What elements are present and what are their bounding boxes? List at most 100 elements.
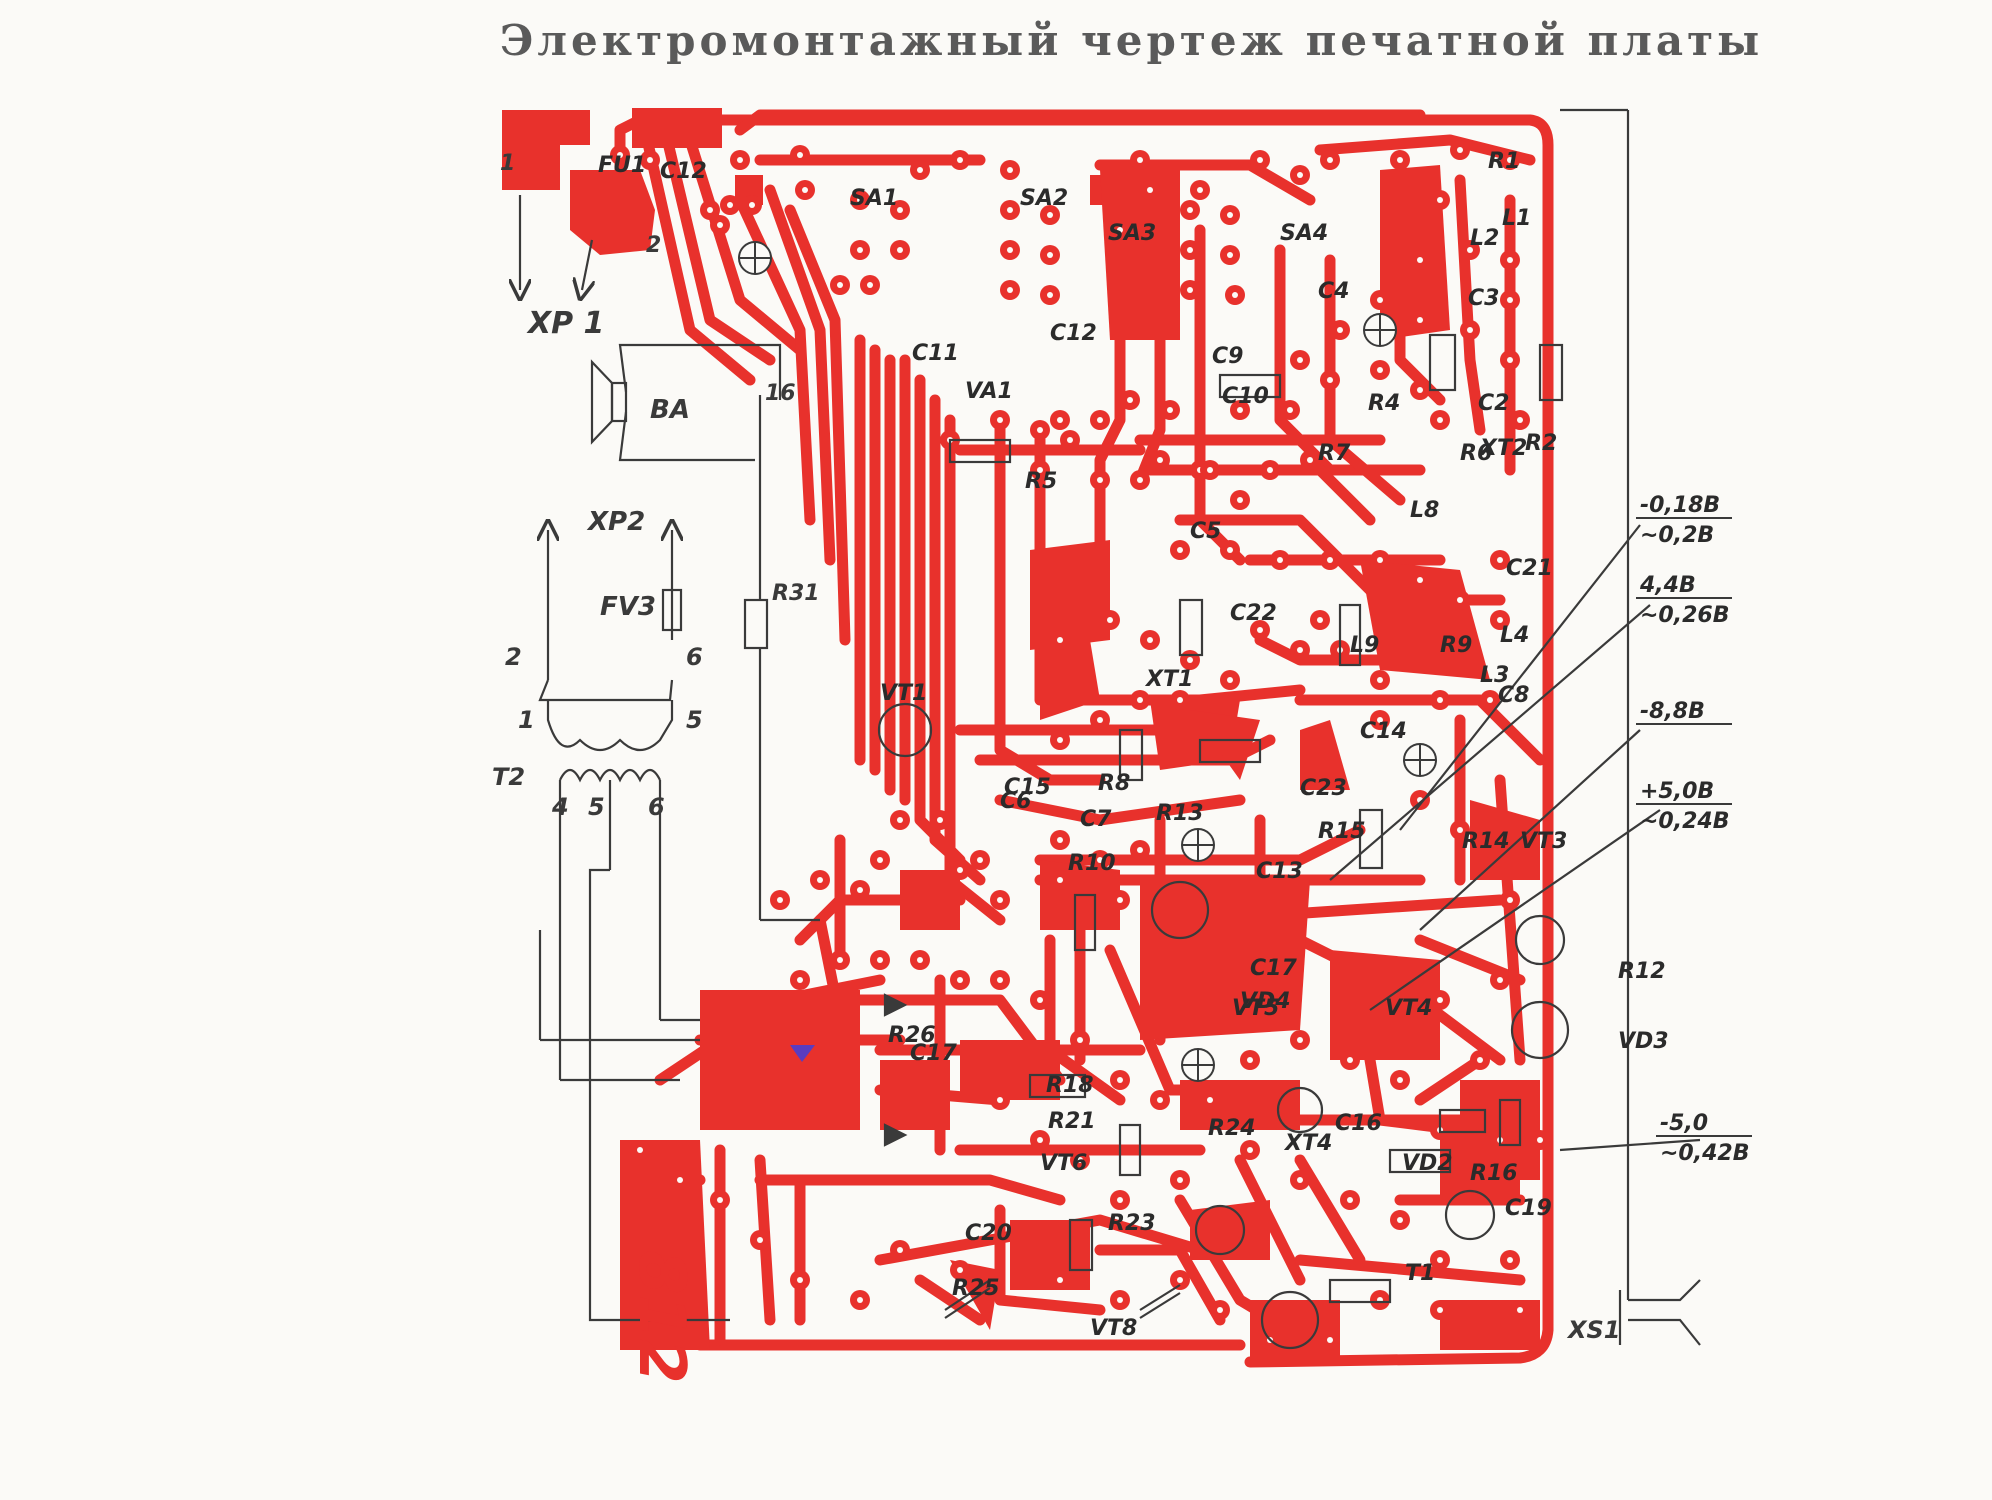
pad-hole — [1127, 397, 1133, 403]
pad-hole — [1457, 147, 1463, 153]
pad-hole — [749, 202, 755, 208]
pad-hole — [1477, 1057, 1483, 1063]
pad-hole — [997, 977, 1003, 983]
pad-hole — [1227, 212, 1233, 218]
pad-hole — [1297, 357, 1303, 363]
pad-hole — [1377, 557, 1383, 563]
component-designator: C17 — [910, 1041, 957, 1066]
component-designator: C19 — [1505, 1196, 1552, 1221]
component-designator: VT4 — [1385, 996, 1432, 1021]
pad-hole — [1437, 1307, 1443, 1313]
pad-hole — [1067, 437, 1073, 443]
pad-hole — [1177, 1277, 1183, 1283]
xp1-label: XP 1 — [526, 306, 604, 341]
pad-hole — [1507, 297, 1513, 303]
component-designator: C16 — [1335, 1111, 1382, 1136]
pad-hole — [1297, 1177, 1303, 1183]
ba-label: BA — [650, 395, 690, 425]
pad-hole — [1057, 1277, 1063, 1283]
pad-hole — [1297, 1037, 1303, 1043]
pad-hole — [1232, 292, 1238, 298]
pad-hole — [1437, 697, 1443, 703]
pad-hole — [1327, 157, 1333, 163]
pad-hole — [1137, 157, 1143, 163]
pad-hole — [797, 152, 803, 158]
pad-hole — [857, 247, 863, 253]
pad-hole — [1177, 547, 1183, 553]
xs1-label: XS1 — [1566, 1316, 1621, 1344]
component-designator: R12 — [1618, 959, 1666, 984]
pad-hole — [617, 152, 623, 158]
component-designator: C13 — [1256, 859, 1303, 884]
pad-hole — [1097, 857, 1103, 863]
pad-hole — [1217, 1307, 1223, 1313]
component-designator: XT2 — [1478, 436, 1527, 461]
component-designator: L8 — [1410, 498, 1439, 523]
pad-hole — [1267, 467, 1273, 473]
pad-hole — [1417, 577, 1423, 583]
pad-hole — [1327, 377, 1333, 383]
pad-hole — [997, 1097, 1003, 1103]
pad-hole — [1327, 557, 1333, 563]
component-designator: C4 — [1318, 279, 1349, 304]
pad-hole — [1047, 252, 1053, 258]
pad-hole — [1047, 212, 1053, 218]
pad-hole — [1437, 1257, 1443, 1263]
component-designator: R25 — [952, 1276, 1000, 1301]
pad-hole — [1207, 467, 1213, 473]
pad-hole — [1097, 417, 1103, 423]
t2-pin-2: 2 — [505, 643, 522, 671]
pad-hole — [1137, 477, 1143, 483]
pad-hole — [1007, 287, 1013, 293]
component-designator: C3 — [1468, 286, 1499, 311]
pad-hole — [1167, 407, 1173, 413]
pad-hole — [1177, 1177, 1183, 1183]
mounting-holes — [738, 241, 1437, 1082]
component-designator: VT6 — [1040, 1151, 1087, 1176]
pad-hole — [1507, 257, 1513, 263]
pad-hole — [1157, 457, 1163, 463]
pad-hole — [1247, 1147, 1253, 1153]
pad-hole — [897, 817, 903, 823]
component-designator: C2 — [1478, 391, 1509, 416]
pad-hole — [1437, 997, 1443, 1003]
pad-hole — [1147, 187, 1153, 193]
voltage-annotations: -0,18В~0,2В4,4В~0,26В-8,8В+5,0В~0,24В-5,… — [1636, 493, 1752, 1166]
component-designator: R24 — [1208, 1116, 1256, 1141]
component-designator: R4 — [1368, 391, 1400, 416]
component-designator: R16 — [1470, 1161, 1518, 1186]
xp1-pin-1: 1 — [500, 151, 515, 176]
component-designator: R10 — [1068, 851, 1116, 876]
voltage-ac: ~0,24В — [1640, 809, 1729, 834]
pad-hole — [1037, 467, 1043, 473]
pad-hole — [1137, 697, 1143, 703]
pad-hole — [1187, 247, 1193, 253]
pad-hole — [1077, 1157, 1083, 1163]
pad-hole — [1057, 637, 1063, 643]
pad-hole — [897, 207, 903, 213]
pad-hole — [1057, 737, 1063, 743]
pad-hole — [1137, 847, 1143, 853]
component-designator: C11 — [912, 341, 959, 366]
pad-hole — [1517, 1307, 1523, 1313]
component-designator: VT3 — [1520, 829, 1567, 854]
pad-hole — [1007, 167, 1013, 173]
pad-hole — [1097, 477, 1103, 483]
pad-hole — [797, 977, 803, 983]
component-designator: SA4 — [1280, 221, 1328, 246]
pad-hole — [637, 1147, 643, 1153]
external-wiring — [520, 108, 1701, 1350]
pad-hole — [1347, 1197, 1353, 1203]
pad-hole — [1157, 1097, 1163, 1103]
pad-hole — [917, 167, 923, 173]
pad-hole — [1437, 417, 1443, 423]
xp1-pin-2: 2 — [646, 233, 661, 258]
pad-hole — [1347, 1057, 1353, 1063]
pad-hole — [1377, 297, 1383, 303]
pad-hole — [717, 222, 723, 228]
pad-hole — [1457, 597, 1463, 603]
pad-hole — [857, 197, 863, 203]
component-designator: R23 — [1108, 1211, 1156, 1236]
